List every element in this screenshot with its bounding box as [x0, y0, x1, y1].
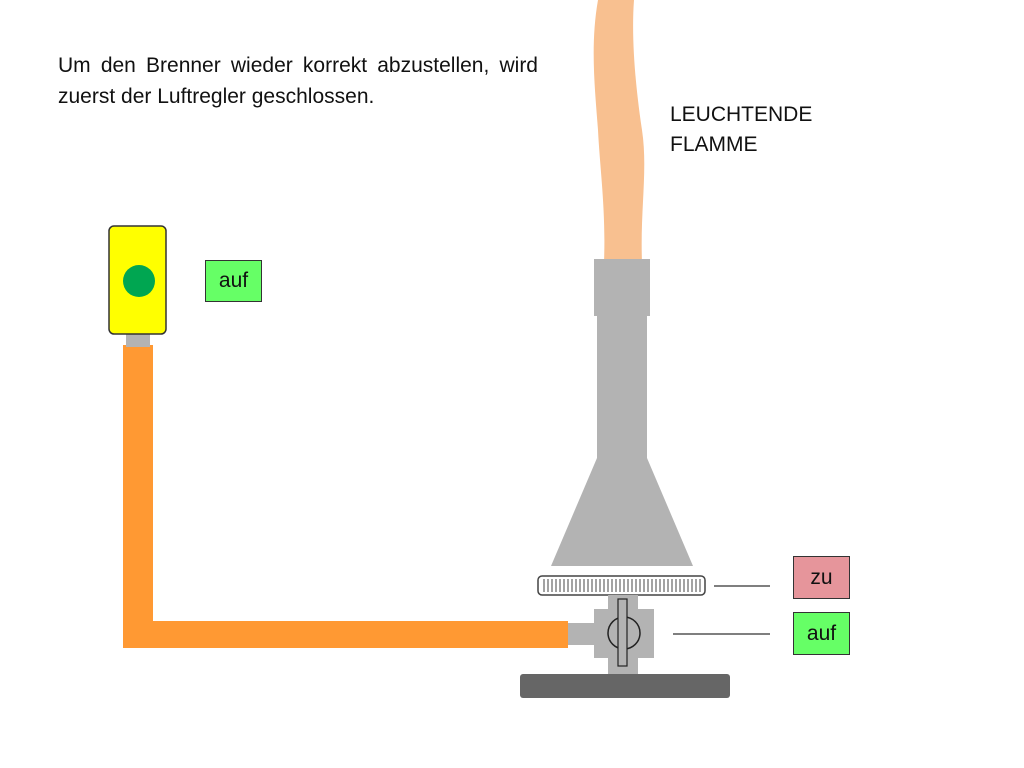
gas-tap-connector [126, 333, 150, 347]
luminous-flame [593, 0, 645, 262]
hose-horizontal [123, 621, 568, 648]
air-regulator-knurling [543, 579, 701, 592]
instruction-text: Um den Brenner wieder korrekt abzustelle… [58, 54, 538, 108]
burner-base [520, 674, 730, 698]
burner-top-nozzle [594, 259, 650, 316]
flame-label: LEUCHTENDE FLAMME [670, 100, 812, 160]
gas-tap-state-label: auf [205, 260, 262, 302]
gas-regulator-state-label: auf [793, 612, 850, 655]
flame-label-line2: FLAMME [670, 133, 758, 156]
burner-cone [551, 458, 693, 566]
burner-tube [597, 316, 647, 460]
hose-vertical [123, 345, 153, 648]
flame-label-line1: LEUCHTENDE [670, 103, 813, 126]
gas-tap-indicator [123, 265, 155, 297]
air-regulator-state-label: zu [793, 556, 850, 599]
gas-regulator-handle[interactable] [617, 598, 628, 667]
burner-gas-inlet [565, 623, 605, 645]
